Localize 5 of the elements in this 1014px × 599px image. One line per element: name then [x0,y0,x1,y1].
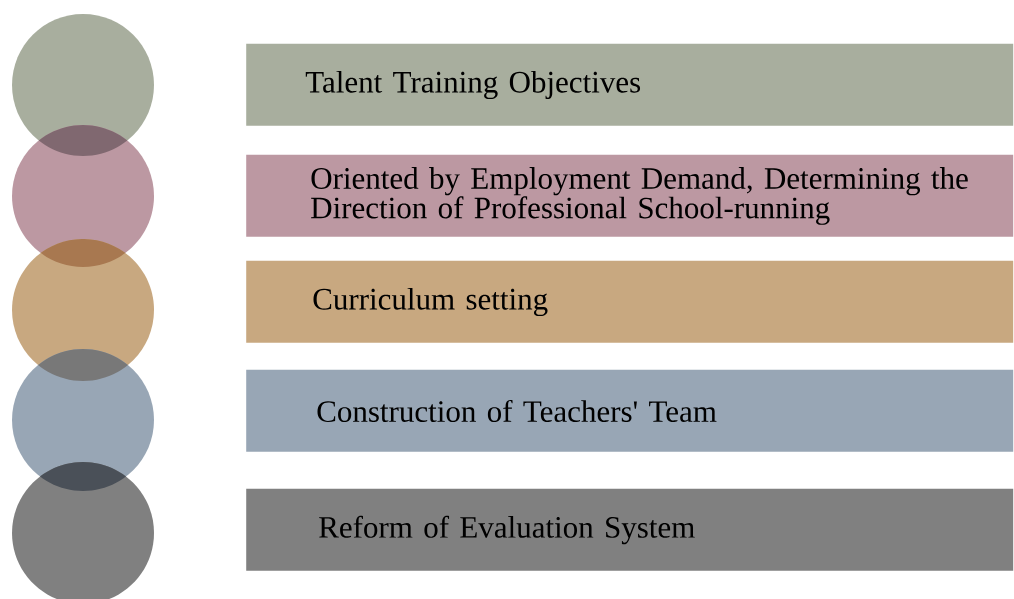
text-bar: Reform of Evaluation System [246,488,1014,571]
text-bar: Talent Training Objectives [246,43,1014,126]
text-bar: Construction of Teachers' Team [246,369,1014,452]
text-bar: Oriented by Employment Demand, Determining the Direction of Professional School-running [246,154,1014,237]
text-bar: Curriculum setting [246,260,1014,343]
